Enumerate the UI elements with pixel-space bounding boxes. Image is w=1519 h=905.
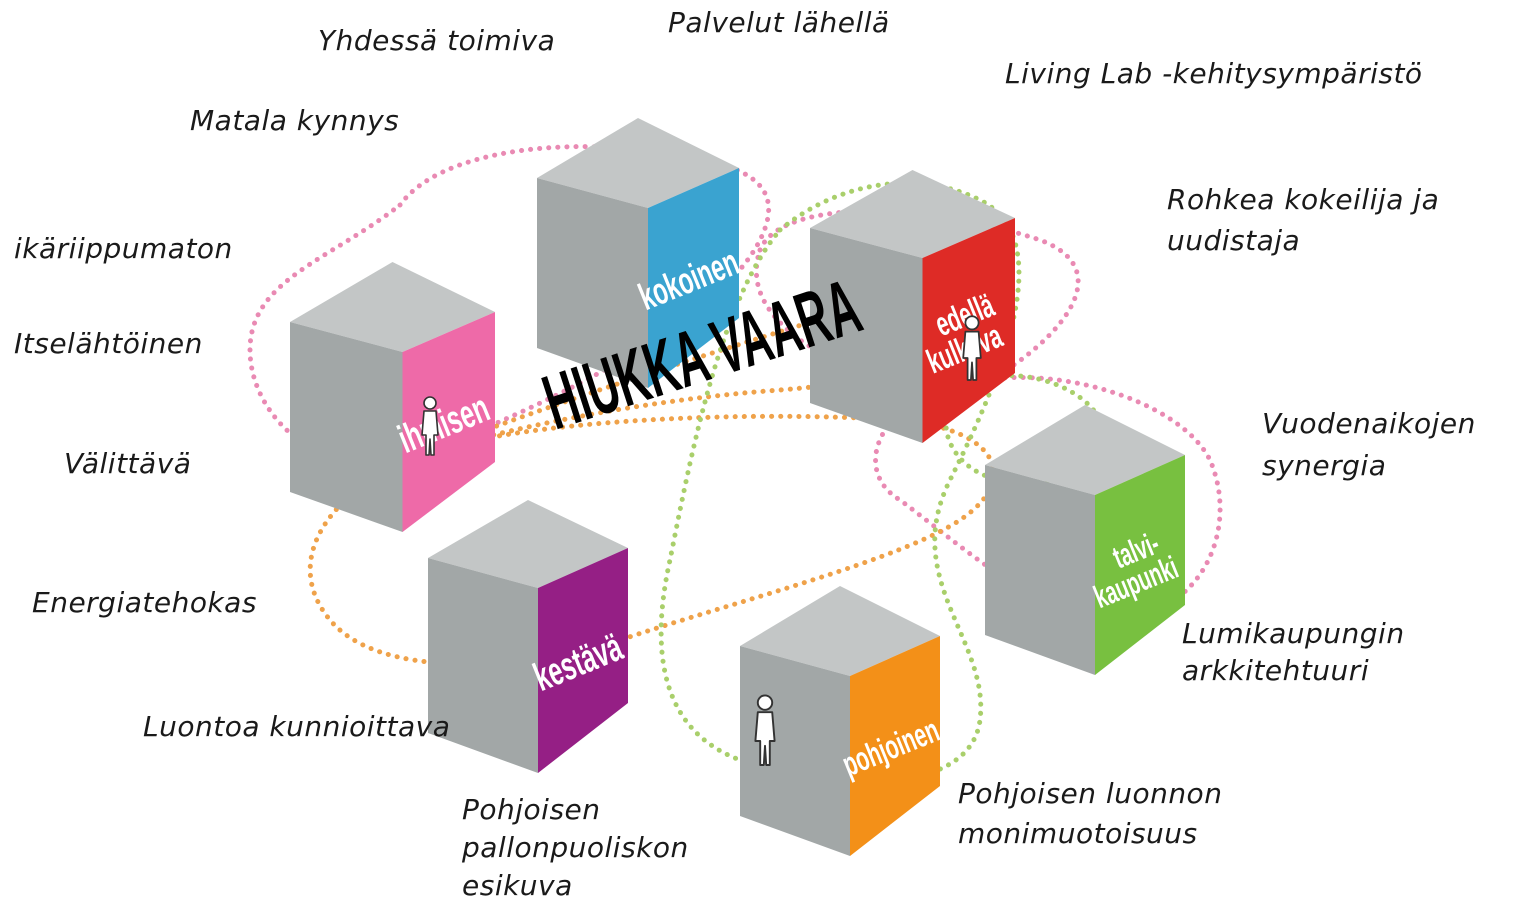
label-pohjoisen-pallon-1: Pohjoisen — [462, 793, 601, 826]
human-figure-ihmisen — [421, 396, 439, 456]
loop-orange-bottom — [307, 413, 997, 667]
cube-top-face — [290, 262, 495, 352]
cube-color-face — [402, 312, 495, 532]
cube-left-face — [290, 322, 403, 532]
label-ikariippumaton: ikäriippumaton — [14, 232, 233, 265]
cube-top-face — [428, 500, 628, 588]
cube-color-face — [922, 218, 1015, 443]
cube-top-face — [810, 170, 1015, 258]
human-figures — [421, 315, 982, 766]
cube-left-face — [537, 178, 648, 388]
loop-green-center — [658, 180, 1022, 785]
loop-pink-top-right — [753, 208, 1081, 391]
cube-color-face — [1095, 455, 1185, 675]
cube-color-face — [648, 168, 739, 388]
label-rohkea-2: uudistaja — [1167, 224, 1301, 257]
cube-top-face — [985, 405, 1185, 495]
label-lumikaupungin-2: arkkitehtuuri — [1182, 654, 1370, 687]
label-pohjoisen-luonnon-1: Pohjoisen luonnon — [958, 777, 1223, 810]
human-figure-pohjoinen — [754, 694, 776, 766]
label-living-lab: Living Lab -kehitysympäristö — [1005, 57, 1423, 90]
label-luontoa: Luontoa kunnioittava — [143, 710, 451, 743]
cube-top-face — [537, 118, 739, 208]
label-itselahtoinen: Itselähtöinen — [14, 327, 203, 360]
label-vuodenaikojen-2: synergia — [1262, 449, 1387, 482]
cube-left-face — [810, 228, 923, 443]
label-pohjoisen-pallon-2: pallonpuoliskon — [462, 831, 689, 864]
label-energiatehokas: Energiatehokas — [32, 586, 257, 619]
human-figure-edella — [962, 315, 982, 381]
label-yhdessa: Yhdessä toimiva — [318, 24, 556, 57]
cube-top-face — [740, 586, 940, 676]
label-matala: Matala kynnys — [190, 104, 400, 137]
cube-ihmisen: ihmisen — [290, 262, 496, 532]
label-vuodenaikojen-1: Vuodenaikojen — [1262, 407, 1476, 440]
label-pohjoisen-pallon-3: esikuva — [462, 869, 573, 902]
cube-color-face — [850, 636, 940, 856]
cube-edella: edelläkulkeva — [810, 170, 1015, 443]
cube-left-face — [428, 558, 538, 773]
cube-left-face — [985, 465, 1095, 675]
label-palvelut: Palvelut lähellä — [668, 6, 890, 39]
label-rohkea-1: Rohkea kokeilija ja — [1167, 183, 1440, 216]
cube-kestava: kestävä — [428, 500, 629, 773]
cube-left-face — [740, 646, 850, 856]
label-lumikaupungin-1: Lumikaupungin — [1182, 617, 1405, 650]
cube-talvi: talvi-kaupunki — [985, 405, 1185, 675]
cube-color-face — [538, 548, 628, 773]
cube-kokoinen: kokoinen — [537, 118, 745, 388]
cubes-group: kokoinen edelläkulkeva ihmisen talvi-kaupun… — [290, 118, 1185, 856]
label-valittava: Välittävä — [64, 447, 192, 480]
label-pohjoisen-luonnon-2: monimuotoisuus — [958, 817, 1198, 850]
